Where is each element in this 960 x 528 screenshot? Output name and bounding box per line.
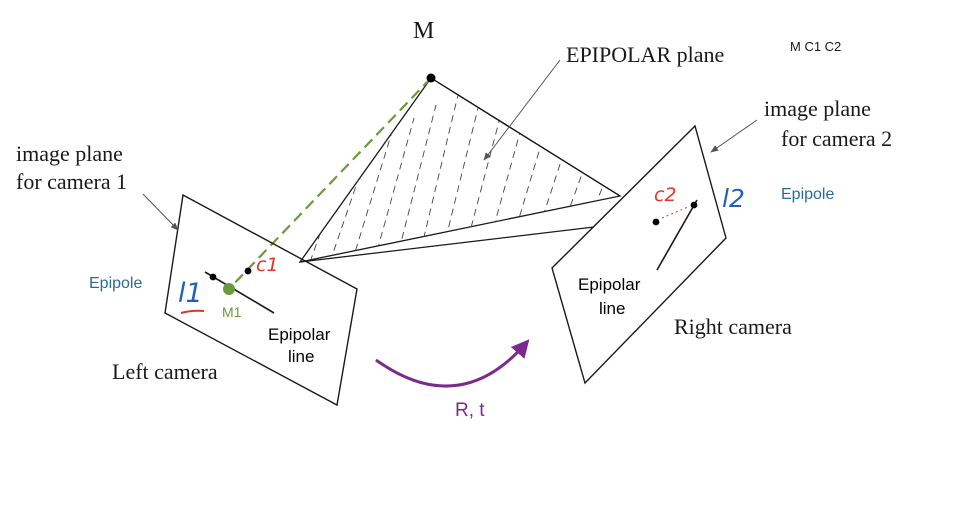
point-m-label: M	[413, 18, 434, 44]
left-camera-center-point	[244, 267, 252, 275]
right-center-dotted	[661, 206, 689, 219]
ray-m-to-m1	[228, 77, 432, 290]
right-epipolar-line-label-1: Epipolar	[578, 275, 641, 294]
left-epipolar-line	[204, 271, 275, 314]
right-image-plane-label-1: image plane	[764, 96, 871, 121]
right-camera-center-point	[652, 218, 660, 226]
left-center-label: c1	[256, 254, 279, 276]
left-image-plane	[164, 193, 358, 407]
annotation-top: M C1 C2	[790, 39, 841, 54]
right-center-label: c2	[654, 184, 677, 206]
right-epipolar-line	[656, 199, 698, 271]
left-image-plane-label-1: image plane	[16, 141, 123, 166]
plane-hatching	[309, 94, 620, 262]
left-image-plane-label-2: for camera 1	[16, 169, 127, 194]
left-line-label: l1	[178, 278, 203, 309]
transform-arrow	[375, 339, 530, 388]
left-camera-label: Left camera	[112, 359, 218, 384]
epipolar-plane-label: EPIPOLAR plane	[566, 42, 724, 67]
left-line-label-underline	[180, 309, 205, 314]
left-image-plane-pointer	[142, 193, 179, 231]
point-m	[426, 73, 436, 83]
right-image-plane-label-2: for camera 2	[781, 126, 892, 151]
right-image-plane	[551, 124, 727, 385]
right-epipolar-line-label-2: line	[599, 299, 625, 318]
epipolar-plane-pointer	[483, 59, 561, 161]
left-epipole-label: Epipole	[89, 275, 142, 292]
left-epipolar-line-label-1: Epipolar	[268, 325, 331, 344]
left-epipole-point	[209, 273, 217, 281]
projection-m1-point	[223, 283, 235, 295]
projection-m1-label: M1	[222, 304, 242, 320]
ray-m-to-c2	[430, 77, 621, 197]
transform-label: R, t	[455, 400, 485, 421]
epipolar-plane	[298, 77, 622, 263]
baseline	[299, 226, 595, 263]
right-epipole-label: Epipole	[781, 186, 834, 203]
right-camera-label: Right camera	[674, 314, 792, 339]
right-line-label: l2	[722, 184, 745, 213]
left-epipolar-line-label-2: line	[288, 347, 314, 366]
right-epipole-point	[690, 201, 698, 209]
right-image-plane-pointer	[710, 119, 758, 153]
